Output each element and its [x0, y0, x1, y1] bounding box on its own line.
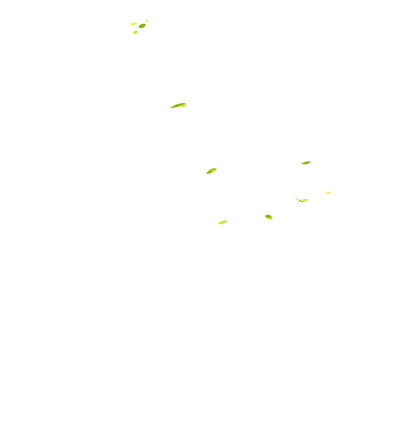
leaf-mark [179, 104, 187, 107]
leaf-mark [326, 191, 331, 194]
leaf-mark [295, 197, 306, 203]
leaf-mark [268, 217, 273, 220]
leaf-mark [301, 161, 311, 165]
mark-middle [206, 168, 217, 174]
leaf-mark [170, 103, 186, 108]
leaf-mark [138, 23, 146, 29]
leaf-mark [133, 30, 138, 34]
leaf-mark [130, 22, 137, 26]
mark-cluster-top-left [130, 19, 149, 34]
speck-mark [145, 19, 149, 23]
leaf-mark [301, 199, 309, 201]
leaf-mark [218, 220, 228, 224]
leaf-mark [210, 168, 216, 172]
mark-upper-middle [170, 103, 187, 108]
mark-cluster-right [265, 161, 331, 220]
mark-lower-middle [218, 220, 228, 225]
speck-mark [220, 223, 222, 225]
